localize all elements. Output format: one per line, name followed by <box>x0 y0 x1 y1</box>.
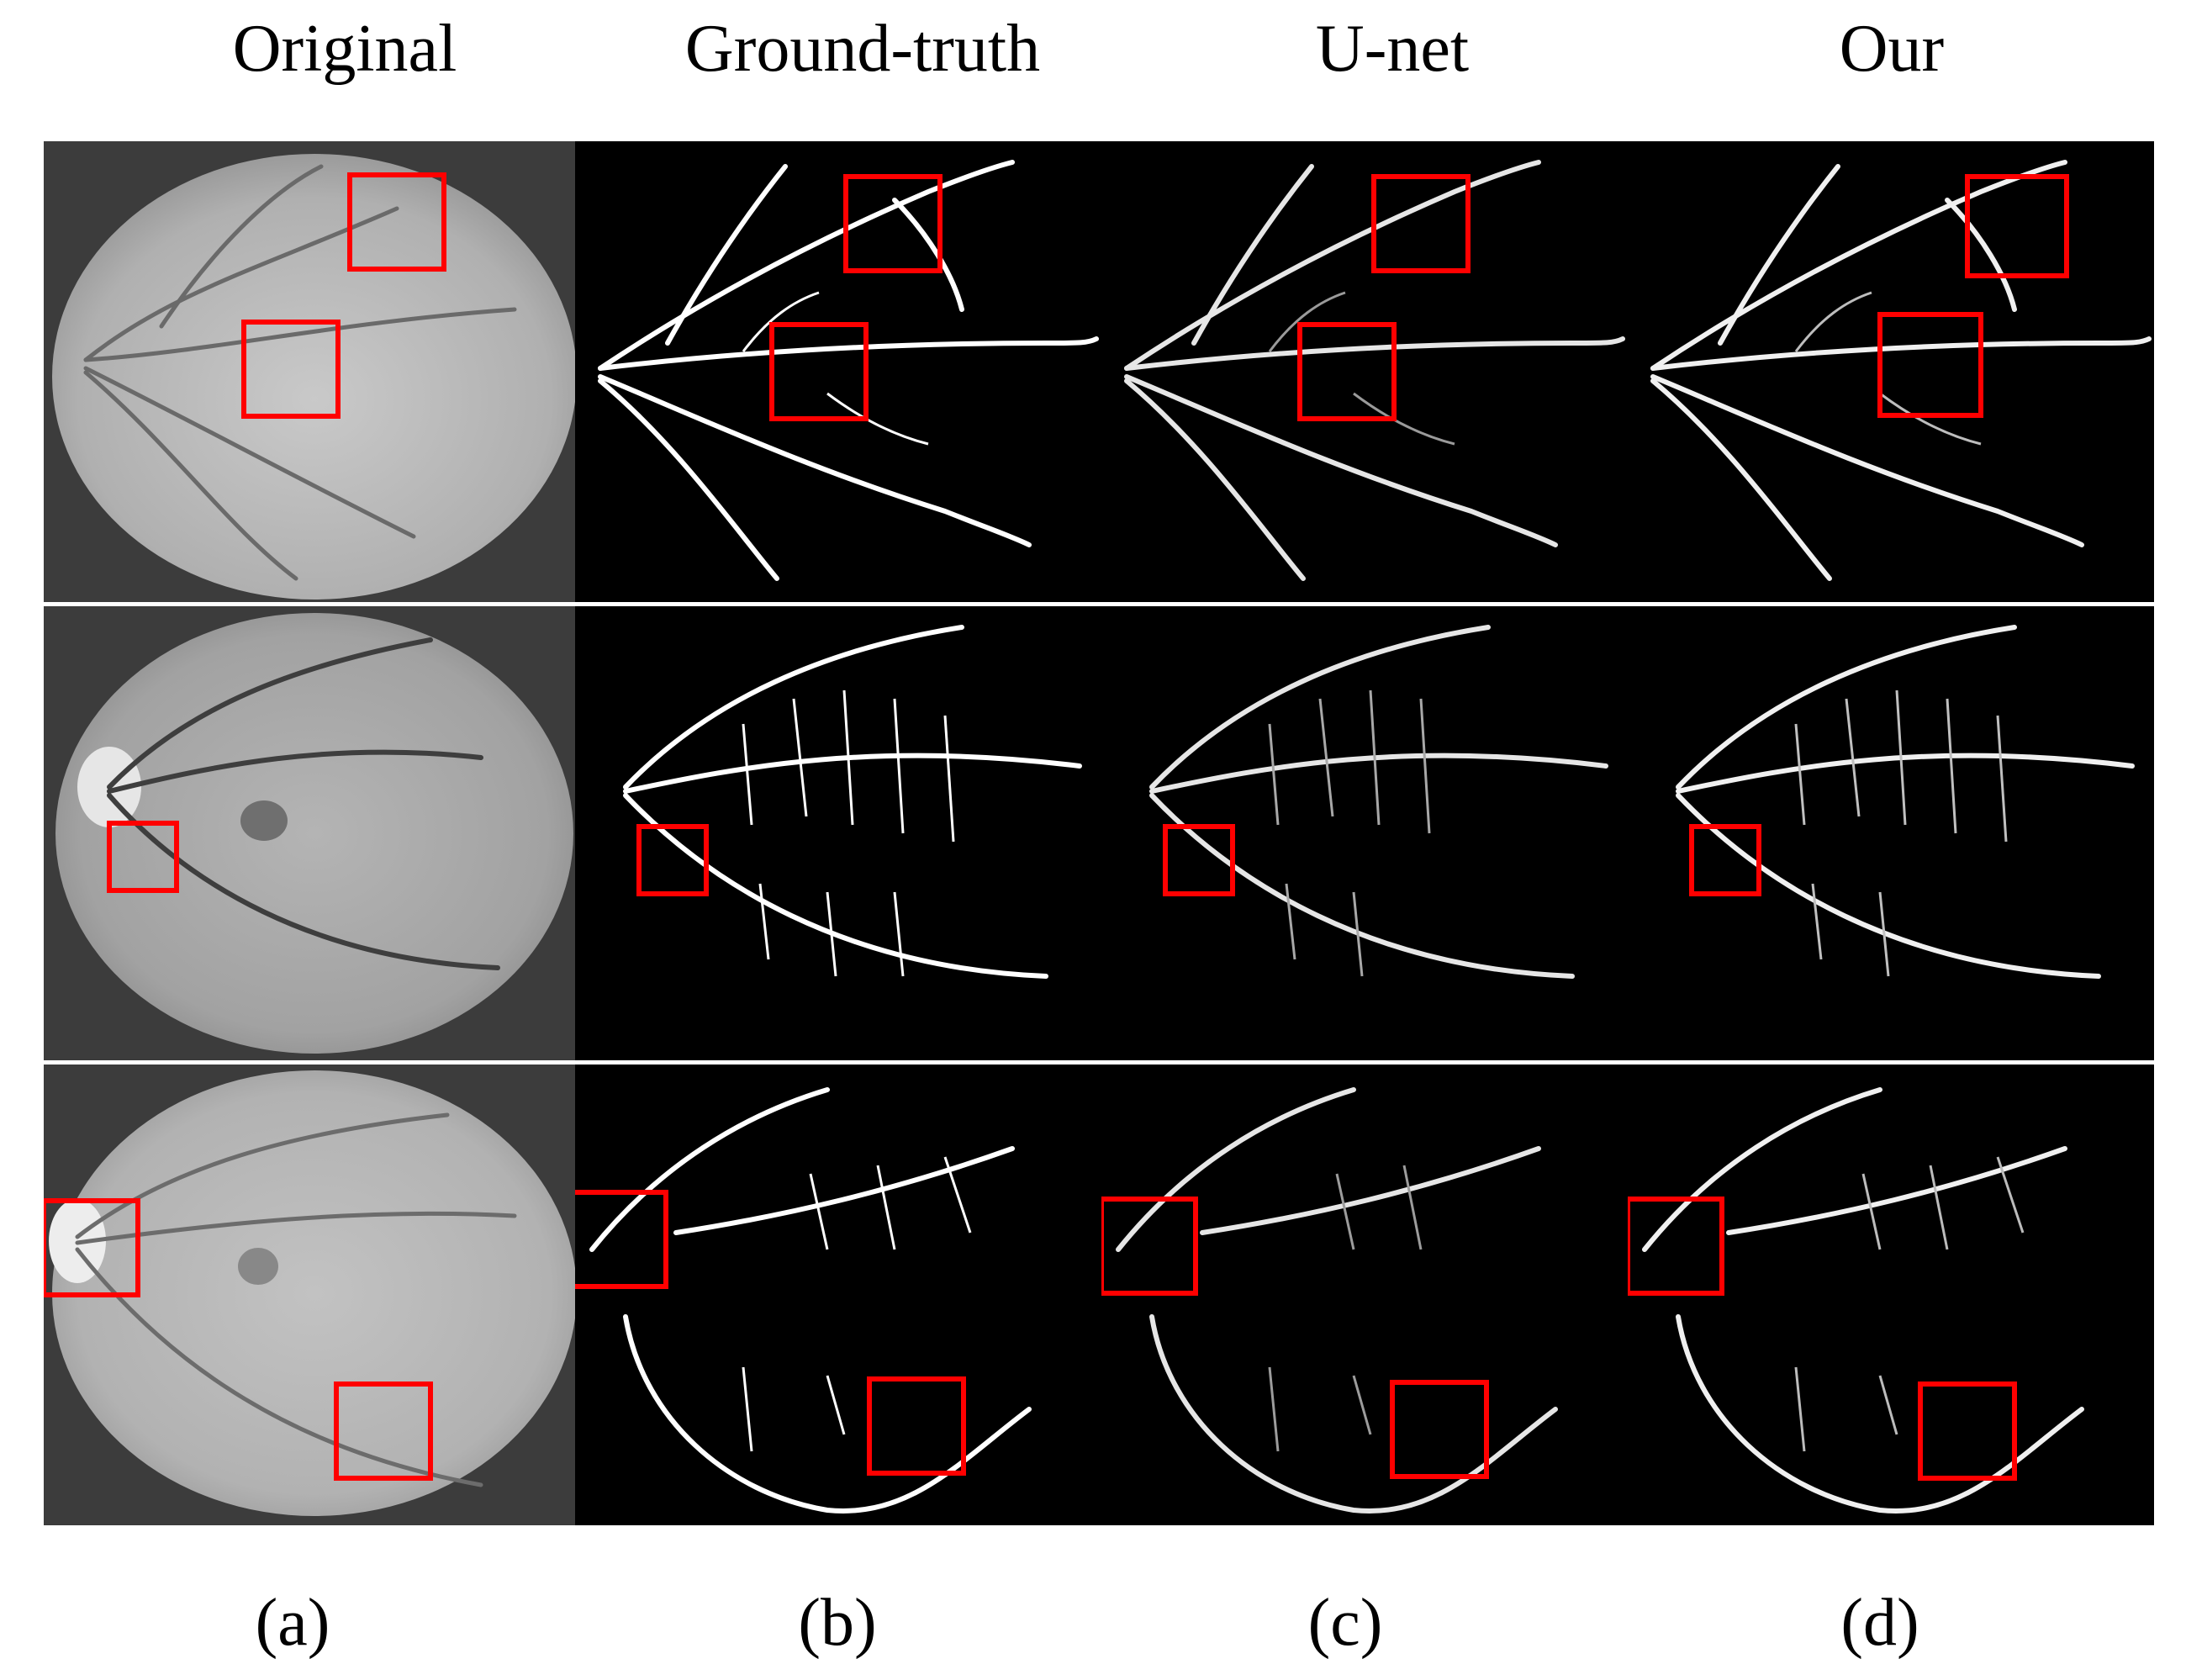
column-caption-d: (d) <box>1840 1586 1919 1660</box>
ground-truth-vessel-map <box>575 1065 1101 1525</box>
vessel-segmentation-map-icon <box>575 1065 1101 1525</box>
vessel-segmentation-map-icon <box>1628 606 2154 1060</box>
vessel-segmentation-map-icon <box>1101 1065 1628 1525</box>
fundus-image-icon <box>44 606 575 1060</box>
ground-truth-vessel-map <box>575 606 1101 1060</box>
original-fundus-image <box>44 1065 575 1525</box>
our-vessel-map <box>1628 141 2154 602</box>
row-divider <box>44 602 2154 606</box>
vessel-segmentation-map-icon <box>575 141 1101 602</box>
vessel-segmentation-map-icon <box>1628 141 2154 602</box>
original-fundus-image <box>44 141 575 602</box>
column-title-original: Original <box>232 12 457 86</box>
our-vessel-map <box>1628 606 2154 1060</box>
vessel-segmentation-map-icon <box>1628 1065 2154 1525</box>
vessel-segmentation-map-icon <box>1101 141 1628 602</box>
image-row-2 <box>44 606 2154 1060</box>
fundus-image-icon <box>44 1065 575 1525</box>
column-title-ground-truth: Ground-truth <box>684 12 1041 86</box>
unet-vessel-map <box>1101 141 1628 602</box>
image-row-3 <box>44 1065 2154 1525</box>
vessel-segmentation-map-icon <box>1101 606 1628 1060</box>
comparison-grid <box>44 141 2154 1525</box>
row-divider <box>44 1060 2154 1065</box>
original-fundus-image <box>44 606 575 1060</box>
column-caption-a: (a) <box>255 1586 330 1660</box>
ground-truth-vessel-map <box>575 141 1101 602</box>
vessel-segmentation-map-icon <box>575 606 1101 1060</box>
fundus-image-icon <box>44 141 575 602</box>
column-title-unet: U-net <box>1315 12 1470 86</box>
column-title-our: Our <box>1839 12 1945 86</box>
our-vessel-map <box>1628 1065 2154 1525</box>
unet-vessel-map <box>1101 1065 1628 1525</box>
image-row-1 <box>44 141 2154 602</box>
column-caption-b: (b) <box>798 1586 877 1660</box>
column-caption-c: (c) <box>1307 1586 1383 1660</box>
unet-vessel-map <box>1101 606 1628 1060</box>
